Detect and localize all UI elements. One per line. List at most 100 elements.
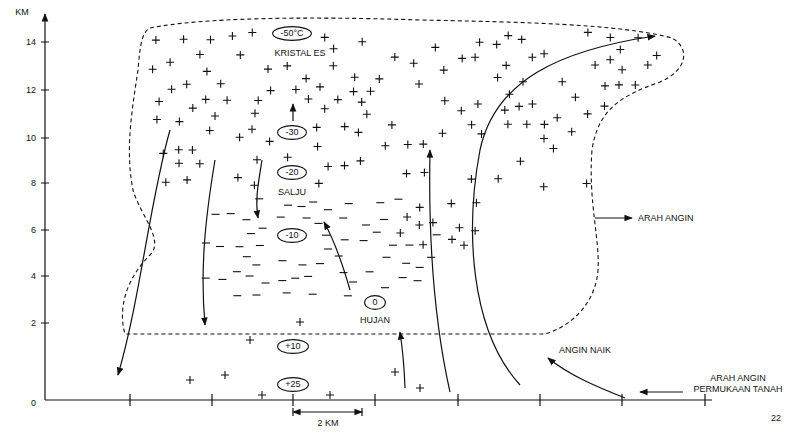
positive-charge	[175, 146, 183, 154]
negative-charge	[383, 257, 391, 258]
negative-charge	[218, 279, 226, 280]
axis-tick-label: 10	[26, 133, 36, 144]
text-label: ARAH ANGIN	[638, 213, 694, 224]
negative-charge	[259, 228, 267, 229]
positive-charge	[438, 129, 446, 137]
temperature-value: -50°C	[272, 28, 312, 39]
positive-charge	[467, 175, 475, 183]
positive-charge	[644, 61, 652, 69]
oval-shape	[278, 339, 309, 353]
negative-charge	[284, 205, 292, 206]
airflow-arrows	[118, 36, 683, 398]
positive-charge	[183, 80, 191, 88]
positive-charge	[457, 107, 465, 115]
text-label: 2 KM	[317, 418, 338, 429]
temperature-value: +25	[277, 379, 309, 390]
positive-charge	[448, 235, 456, 243]
positive-charge	[223, 96, 231, 104]
axes	[41, 14, 712, 416]
text-label: SALJU	[278, 187, 306, 198]
text-label: KRISTAL ES	[274, 48, 325, 59]
negative-charge	[216, 246, 224, 247]
positive-charge	[420, 169, 428, 177]
negative-charge	[399, 277, 407, 278]
positive-charge	[584, 110, 592, 118]
positive-charge	[162, 178, 170, 186]
updraft-arrow	[473, 36, 655, 385]
positive-charge	[313, 123, 321, 131]
negative-charge	[380, 219, 388, 220]
positive-charge	[515, 102, 523, 110]
positive-charge	[251, 109, 259, 117]
positive-charge	[367, 87, 375, 95]
negative-charge	[227, 213, 235, 214]
positive-charge	[341, 123, 349, 131]
positive-charge	[283, 62, 291, 70]
positive-charge	[228, 32, 236, 40]
positive-charge	[618, 66, 626, 74]
positive-charge	[153, 116, 161, 124]
temperature-oval: +10	[277, 339, 309, 354]
temperature-value: -30	[277, 127, 307, 138]
positive-charge	[494, 175, 502, 183]
axis-tick-label: 14	[26, 37, 36, 48]
positive-charge	[321, 105, 329, 113]
temperature-oval: 0	[364, 295, 386, 310]
axis-tick-label: 8	[31, 178, 36, 189]
cloud-outline	[122, 18, 683, 334]
negative-charge	[315, 223, 323, 224]
positive-charge	[391, 368, 399, 376]
positive-charge	[540, 183, 548, 191]
x-axis	[45, 399, 712, 400]
surface-wind-arrow	[640, 391, 683, 392]
negative-charge	[344, 295, 352, 296]
positive-charge	[606, 34, 614, 42]
positive-charge	[631, 81, 639, 89]
positive-charge	[354, 128, 362, 136]
positive-charge	[494, 74, 502, 82]
positive-charge	[329, 62, 337, 70]
positive-charge	[403, 213, 411, 221]
negative-charge	[362, 224, 370, 225]
positive-charge	[458, 54, 466, 62]
positive-charge	[341, 162, 349, 170]
downdraft-arrow	[257, 160, 262, 218]
positive-charge	[356, 157, 364, 165]
axis-tick-label: 6	[31, 225, 36, 236]
positive-charge	[206, 127, 214, 135]
positive-charge	[315, 179, 323, 187]
negative-charge	[405, 245, 413, 246]
updraft-arrow	[430, 150, 450, 392]
negative-charge	[324, 209, 332, 210]
downdraft-arrow	[118, 130, 170, 375]
positive-charge	[186, 376, 194, 384]
negative-charge	[242, 219, 250, 220]
positive-charge	[292, 86, 300, 94]
page-number: 22	[771, 413, 781, 424]
positive-charge	[616, 46, 624, 54]
temperature-oval: -50°C	[272, 26, 312, 41]
positive-charge	[267, 87, 275, 95]
negative-charge	[233, 295, 241, 296]
negative-charge	[360, 240, 368, 241]
negative-charge	[402, 263, 410, 264]
positive-charge	[501, 106, 509, 114]
positive-charge	[284, 153, 292, 161]
negative-charge	[253, 294, 261, 295]
oval-shape	[278, 125, 307, 139]
temperature-value: +10	[277, 341, 309, 352]
positive-charge	[460, 241, 468, 249]
positive-charge	[253, 156, 261, 164]
positive-charge	[258, 391, 266, 399]
positive-charge	[476, 38, 484, 46]
negative-charge	[324, 248, 332, 249]
negative-charge	[212, 214, 220, 215]
updraft-arrow	[400, 332, 405, 388]
positive-charge	[246, 336, 254, 344]
positive-charge	[326, 391, 334, 399]
positive-charge	[314, 143, 322, 151]
positive-charge	[363, 110, 371, 118]
positive-charge	[350, 88, 358, 96]
text-label: ARAH ANGIN PERMUKAAN TANAH	[688, 373, 788, 395]
negative-charge	[427, 257, 435, 258]
